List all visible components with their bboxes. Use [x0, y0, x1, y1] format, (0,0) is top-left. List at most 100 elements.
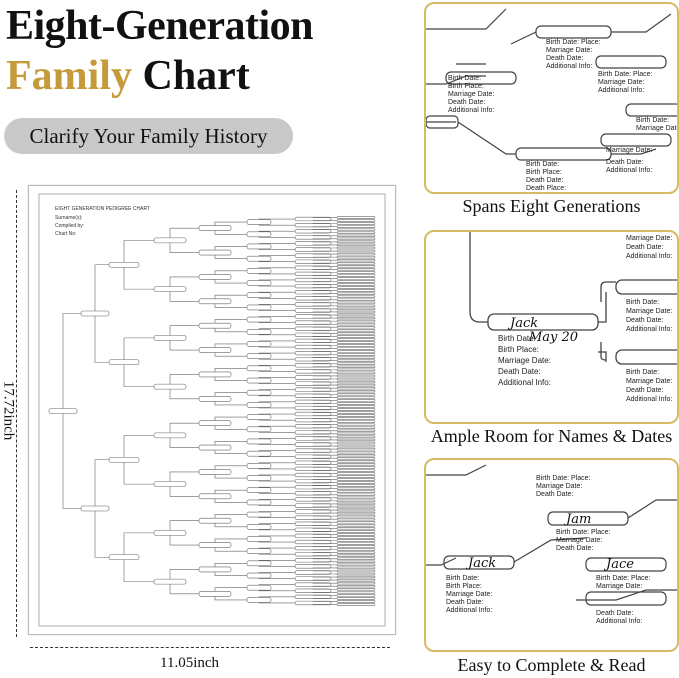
- svg-text:Birth Date: Place:: Birth Date: Place:: [598, 71, 653, 78]
- pedigree-name-box: [153, 481, 187, 487]
- pedigree-name-box: [336, 438, 376, 442]
- pedigree-connector: [258, 377, 295, 384]
- pedigree-name-box: [336, 514, 376, 518]
- pedigree-name-box: [336, 435, 376, 439]
- panel-2-caption: Ample Room for Names & Dates: [430, 426, 673, 446]
- pedigree-connector: [258, 340, 295, 348]
- svg-text:Marriage Date:: Marriage Date:: [626, 378, 672, 385]
- pedigree-name-box: [336, 347, 376, 350]
- pedigree-name-box: [336, 307, 376, 311]
- pedigree-chart-sheet: EIGHT GENERATION PEDIGREE CHART Surname(…: [28, 185, 396, 635]
- pedigree-name-box: [336, 380, 376, 384]
- pedigree-name-box: [336, 517, 376, 521]
- svg-text:Birth Place:: Birth Place:: [526, 169, 562, 176]
- pedigree-name-box: [336, 432, 376, 436]
- pedigree-name-box: [48, 408, 78, 414]
- pedigree-name-box: [336, 359, 376, 362]
- pedigree-connector: [258, 535, 295, 543]
- pedigree-name-box: [246, 597, 272, 603]
- pedigree-connector: [312, 491, 337, 496]
- pedigree-name-box: [153, 432, 187, 439]
- pedigree-connector: [312, 503, 337, 508]
- svg-text:Additional Info:: Additional Info:: [498, 378, 551, 387]
- pedigree-name-box: [336, 408, 376, 411]
- pedigree-connector: [214, 270, 247, 284]
- pedigree-name-box: [336, 481, 376, 484]
- svg-text:Marriage Date:: Marriage Date:: [546, 47, 592, 54]
- pedigree-name-box: [336, 283, 376, 286]
- pedigree-name-box: [336, 499, 376, 503]
- pedigree-name-box: [336, 554, 376, 557]
- pedigree-name-box: [336, 344, 376, 347]
- svg-text:Death Date:: Death Date:: [498, 367, 541, 376]
- panel-1-caption: Spans Eight Generations: [462, 196, 641, 216]
- svg-text:Birth Date:: Birth Date:: [446, 575, 479, 582]
- pedigree-name-box: [336, 292, 376, 295]
- pedigree-name-box: [336, 475, 376, 478]
- pedigree-name-box: [246, 268, 272, 274]
- pedigree-connector: [258, 389, 295, 397]
- svg-text:Death Date:: Death Date:: [626, 244, 663, 251]
- svg-text:Death Date:: Death Date:: [446, 599, 483, 606]
- pedigree-connector: [214, 514, 247, 528]
- pedigree-name-box: [336, 530, 376, 533]
- pedigree-connector: [312, 509, 337, 514]
- pedigree-name-box: [336, 527, 376, 530]
- pedigree-name-box: [153, 286, 187, 292]
- pedigree-connector: [312, 357, 337, 362]
- pedigree-name-box: [336, 234, 376, 238]
- pedigree-name-box: [336, 460, 376, 463]
- pedigree-name-box: [336, 575, 376, 579]
- subtitle-text: Clarify Your Family History: [29, 124, 268, 148]
- pedigree-name-box: [336, 295, 376, 298]
- pedigree-name-box: [336, 289, 376, 292]
- pedigree-connector: [258, 559, 295, 567]
- pedigree-name-box: [336, 588, 376, 591]
- svg-text:Birth Date:: Birth Date:: [636, 117, 669, 124]
- pedigree-name-box: [336, 396, 376, 399]
- panel-eight-generations: Birth Date: Place: Marriage Date: Death …: [424, 2, 679, 194]
- pedigree-connector: [312, 418, 337, 422]
- pedigree-name-box: [336, 594, 376, 597]
- pedigree-connector: [258, 328, 295, 336]
- pedigree-connector: [258, 584, 295, 592]
- pedigree-connector: [169, 325, 199, 351]
- pedigree-name-box: [198, 225, 232, 231]
- pedigree-name-box: [246, 572, 272, 579]
- pedigree-name-box: [336, 520, 376, 524]
- pedigree-name-box: [336, 511, 376, 515]
- svg-text:Death Place:: Death Place:: [526, 185, 566, 192]
- width-dimension-label: 11.05inch: [160, 655, 220, 671]
- handwritten-name: Jack: [507, 316, 538, 331]
- pedigree-connector: [312, 235, 337, 240]
- svg-text:Additional Info:: Additional Info:: [606, 167, 652, 174]
- pedigree-name-box: [336, 329, 376, 332]
- pedigree-connector: [312, 369, 337, 374]
- pedigree-connector: [258, 474, 295, 482]
- pedigree-name-box: [336, 325, 376, 329]
- pedigree-name-box: [336, 429, 376, 433]
- pedigree-connector: [258, 243, 295, 250]
- pedigree-name-box: [336, 371, 376, 375]
- pedigree-connector: [258, 462, 295, 470]
- pedigree-name-box: [336, 493, 376, 497]
- pedigree-connector: [312, 436, 337, 441]
- pedigree-connector: [312, 467, 337, 471]
- chart-no-label: Chart No:: [55, 231, 76, 237]
- pedigree-connector: [312, 485, 337, 489]
- pedigree-connector: [214, 587, 247, 601]
- pedigree-name-box: [336, 551, 376, 554]
- pedigree-name-box: [153, 530, 187, 536]
- pedigree-connector: [258, 450, 295, 458]
- pedigree-name-box: [336, 222, 376, 225]
- pedigree-connector: [312, 339, 337, 343]
- pedigree-connector: [312, 460, 337, 465]
- pedigree-connector: [312, 375, 337, 380]
- svg-text:Additional Info:: Additional Info:: [626, 326, 672, 333]
- pedigree-connector: [312, 601, 337, 605]
- panel-easy-read: Jack Jam Jace Birth Date: Birth Place: M…: [424, 458, 679, 652]
- pedigree-connector: [312, 229, 337, 234]
- pedigree-name-box: [336, 383, 376, 387]
- pedigree-connector: [312, 570, 337, 575]
- pedigree-connector: [312, 241, 337, 246]
